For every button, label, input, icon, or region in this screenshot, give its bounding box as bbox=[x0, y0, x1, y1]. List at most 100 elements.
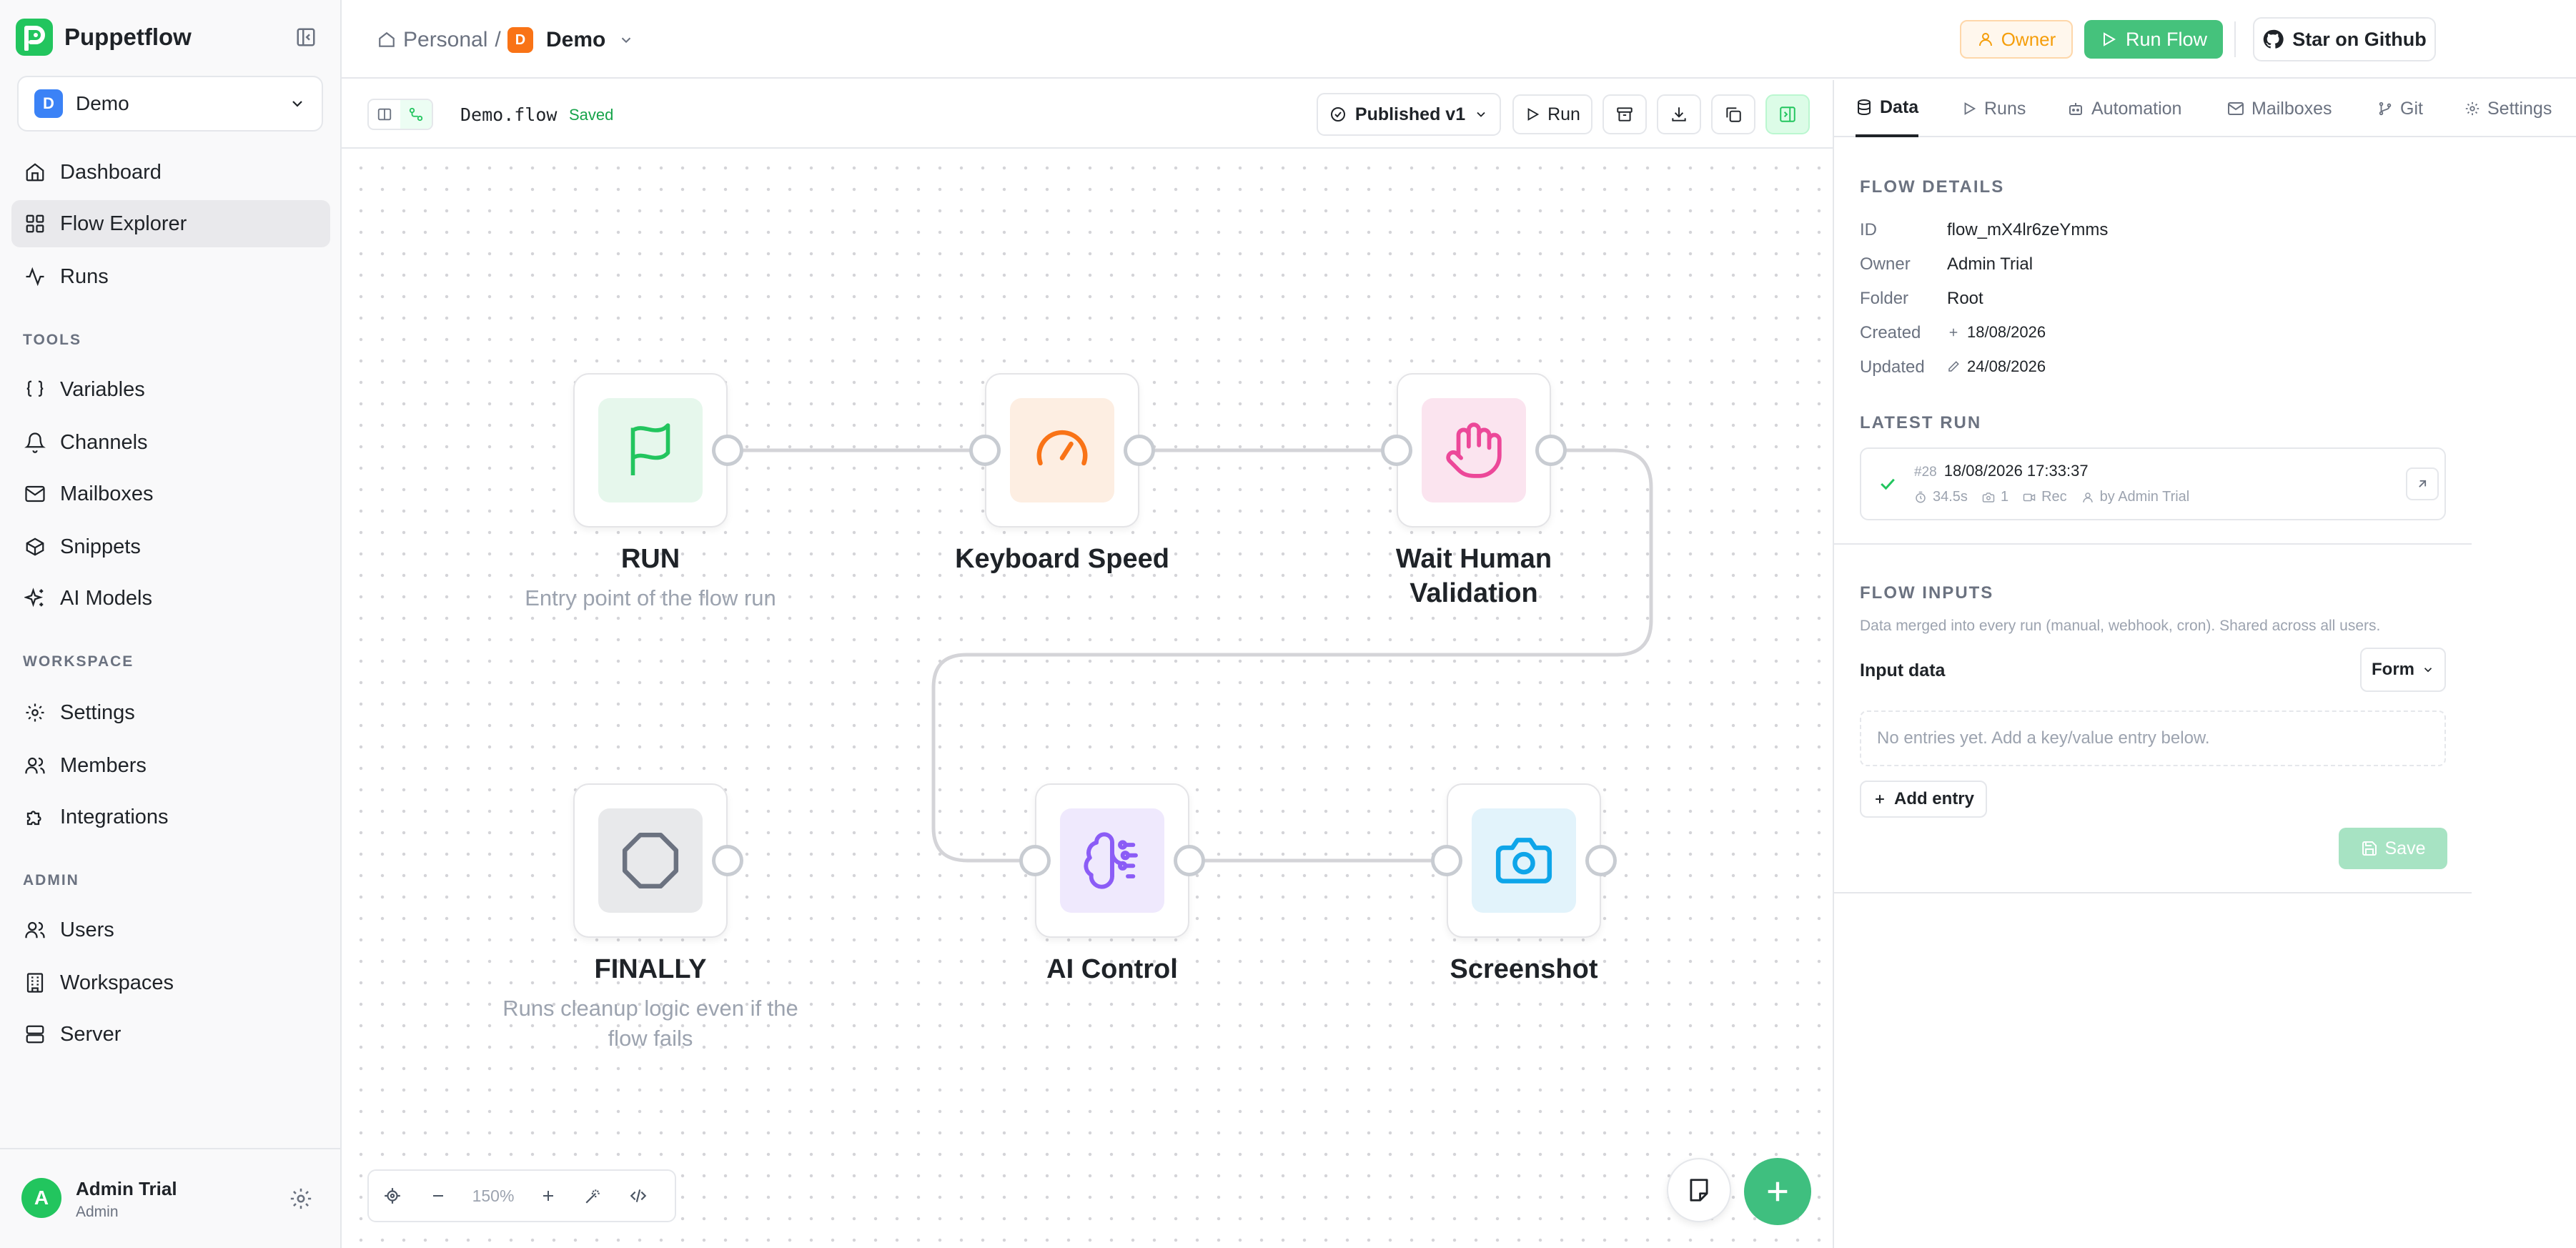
tab-runs[interactable]: Runs bbox=[1961, 80, 2026, 137]
node-screenshot-icon-tile bbox=[1472, 808, 1576, 913]
workspace-select[interactable]: D Demo bbox=[17, 76, 323, 132]
user-settings-gear-icon[interactable] bbox=[289, 1187, 313, 1211]
node-run[interactable]: RUN Entry point of the flow run bbox=[525, 373, 776, 610]
sidebar-item-variables[interactable]: Variables bbox=[11, 366, 330, 413]
duplicate-button[interactable] bbox=[1711, 94, 1755, 134]
tab-git[interactable]: Git bbox=[2377, 80, 2423, 137]
sidebar-item-label: Server bbox=[60, 1022, 122, 1046]
sidebar-item-mailboxes[interactable]: Mailboxes bbox=[11, 470, 330, 517]
add-node-button[interactable] bbox=[1744, 1158, 1811, 1225]
node-finally-output-port[interactable] bbox=[712, 845, 743, 876]
sidebar-item-server[interactable]: Server bbox=[11, 1011, 330, 1058]
node-screenshot[interactable]: Screenshot bbox=[1431, 783, 1617, 984]
node-keyboard-speed-output-port[interactable] bbox=[1124, 435, 1155, 466]
topbar-divider bbox=[2234, 21, 2236, 57]
split-view-toggle[interactable] bbox=[369, 100, 400, 129]
node-wait-output-port[interactable] bbox=[1535, 435, 1567, 466]
archive-button[interactable] bbox=[1602, 94, 1647, 134]
sidebar-item-label: Mailboxes bbox=[60, 482, 154, 505]
open-run-button[interactable] bbox=[2406, 467, 2439, 500]
sidebar-item-channels[interactable]: Channels bbox=[11, 419, 330, 466]
node-screenshot-input-port[interactable] bbox=[1431, 845, 1462, 876]
tab-automation[interactable]: Automation bbox=[2067, 80, 2181, 137]
mail-icon bbox=[2228, 102, 2244, 115]
node-finally-title: FINALLY bbox=[594, 954, 707, 984]
node-ai-control-box[interactable] bbox=[1035, 783, 1189, 938]
flow-canvas[interactable]: RUN Entry point of the flow run Keyboard… bbox=[342, 150, 1833, 1248]
tab-data[interactable]: Data bbox=[1856, 80, 1919, 137]
flow-side-panel: Data Runs Automation Mailboxes Git Setti… bbox=[1833, 80, 2576, 1248]
sidebar-item-users[interactable]: Users bbox=[11, 906, 330, 954]
flag-icon bbox=[630, 423, 670, 475]
version-label: Published v1 bbox=[1354, 104, 1466, 124]
brand[interactable]: Puppetflow bbox=[16, 19, 192, 56]
auto-layout-button[interactable] bbox=[570, 1171, 616, 1221]
notes-button[interactable] bbox=[1667, 1158, 1731, 1222]
flow-inputs-title: FLOW INPUTS bbox=[1860, 583, 1994, 603]
zoom-in-button[interactable] bbox=[526, 1171, 570, 1221]
plus-icon bbox=[543, 1191, 553, 1201]
toggle-panel-button[interactable] bbox=[1765, 94, 1810, 134]
workspace-section-header: WORKSPACE bbox=[23, 653, 134, 670]
sidebar-item-ai-models[interactable]: AI Models bbox=[11, 575, 330, 622]
input-mode-select[interactable]: Form bbox=[2360, 648, 2446, 692]
tab-mailboxes[interactable]: Mailboxes bbox=[2227, 80, 2332, 137]
sidebar-item-integrations[interactable]: Integrations bbox=[11, 793, 330, 841]
star-on-github-button[interactable]: Star on Github bbox=[2253, 17, 2436, 61]
sidebar-item-label: Flow Explorer bbox=[60, 212, 187, 235]
node-ai-control[interactable]: AI Control bbox=[1019, 783, 1205, 984]
sidebar-item-members[interactable]: Members bbox=[11, 742, 330, 789]
tools-section-header: TOOLS bbox=[23, 332, 81, 348]
node-keyboard-speed-input-port[interactable] bbox=[969, 435, 1001, 466]
node-run-title: RUN bbox=[620, 544, 680, 574]
version-select[interactable]: Published v1 bbox=[1317, 93, 1501, 136]
breadcrumb-project[interactable]: D Demo bbox=[507, 26, 634, 54]
latest-run-card[interactable]: #28 18/08/2026 17:33:37 34.5s 1 Rec by A… bbox=[1860, 447, 2446, 520]
sidebar-item-label: Dashboard bbox=[60, 160, 162, 184]
add-entry-label: Add entry bbox=[1893, 789, 1974, 808]
node-finally-subtitle: Runs cleanup logic even if the flow fail… bbox=[466, 994, 835, 1054]
node-keyboard-speed-box[interactable] bbox=[985, 373, 1139, 528]
sidebar-item-settings[interactable]: Settings bbox=[11, 689, 330, 736]
tab-settings[interactable]: Settings bbox=[2464, 80, 2552, 137]
download-button[interactable] bbox=[1657, 94, 1701, 134]
sidebar-item-dashboard[interactable]: Dashboard bbox=[11, 149, 330, 196]
node-run-box[interactable] bbox=[573, 373, 728, 528]
zoom-out-button[interactable] bbox=[416, 1171, 460, 1221]
node-run-output-port[interactable] bbox=[712, 435, 743, 466]
sidebar-item-snippets[interactable]: Snippets bbox=[11, 523, 330, 570]
puppetflow-logo-icon bbox=[16, 19, 53, 56]
node-wait-human-validation-box[interactable] bbox=[1397, 373, 1551, 528]
user-profile: A Admin Trial Admin bbox=[0, 1148, 342, 1248]
avatar[interactable]: A bbox=[21, 1178, 61, 1218]
run-flow-button[interactable]: Run Flow bbox=[2084, 20, 2223, 59]
node-screenshot-output-port[interactable] bbox=[1585, 845, 1617, 876]
node-finally-box[interactable] bbox=[573, 783, 728, 938]
view-toggle[interactable] bbox=[367, 99, 433, 130]
collapse-sidebar-button[interactable] bbox=[292, 24, 320, 50]
add-entry-button[interactable]: Add entry bbox=[1860, 781, 1987, 818]
tab-automation-label: Automation bbox=[2091, 98, 2182, 119]
node-ai-input-port[interactable] bbox=[1019, 845, 1051, 876]
node-ai-output-port[interactable] bbox=[1174, 845, 1205, 876]
input-mode-value: Form bbox=[2372, 660, 2414, 679]
fit-view-button[interactable] bbox=[369, 1171, 416, 1221]
save-inputs-button[interactable]: Save bbox=[2339, 828, 2447, 869]
run-button[interactable]: Run bbox=[1512, 94, 1592, 134]
code-view-button[interactable] bbox=[616, 1171, 660, 1221]
sparkles-icon bbox=[24, 588, 44, 608]
node-keyboard-speed[interactable]: Keyboard Speed bbox=[955, 373, 1169, 574]
node-wait-human-validation[interactable]: Wait Human Validation bbox=[1381, 373, 1567, 608]
breadcrumb-personal[interactable]: Personal / bbox=[377, 26, 501, 54]
node-finally[interactable]: FINALLY Runs cleanup logic even if the f… bbox=[502, 783, 798, 1051]
sidebar-item-runs[interactable]: Runs bbox=[11, 253, 330, 300]
graph-view-toggle[interactable] bbox=[400, 100, 432, 129]
flow-edges bbox=[728, 448, 1653, 863]
split-view-icon bbox=[377, 108, 392, 121]
sidebar-item-workspaces[interactable]: Workspaces bbox=[11, 959, 330, 1006]
sidebar-item-flow-explorer[interactable]: Flow Explorer bbox=[11, 200, 330, 247]
detail-folder-key: Folder bbox=[1860, 289, 1909, 308]
node-wait-input-port[interactable] bbox=[1381, 435, 1412, 466]
node-screenshot-box[interactable] bbox=[1447, 783, 1601, 938]
check-icon bbox=[1881, 478, 1895, 490]
